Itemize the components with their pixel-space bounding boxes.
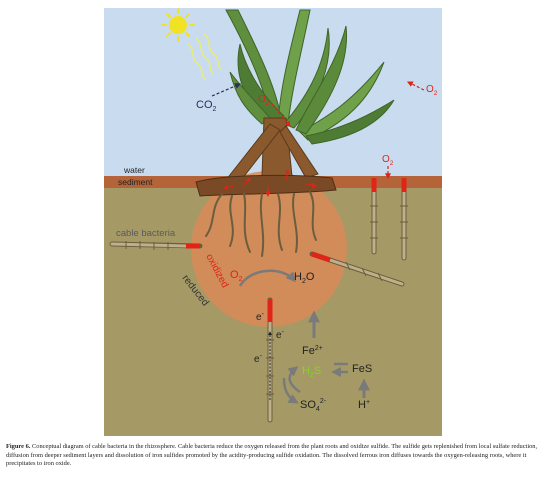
co2-arrow bbox=[211, 83, 242, 97]
o2-arrow-water bbox=[406, 81, 425, 91]
water-label: water bbox=[123, 165, 145, 175]
fes-dissolution-arrows bbox=[334, 362, 348, 372]
cable-bacteria-label: cable bacteria bbox=[116, 228, 176, 239]
root-system-icon bbox=[195, 117, 337, 257]
electron-label-1: e- bbox=[256, 311, 265, 323]
oxygen-reduction-arrow bbox=[238, 269, 296, 287]
electron-label-2: e- bbox=[276, 329, 285, 341]
fes-label: FeS bbox=[352, 363, 372, 375]
rhizosphere-diagram: water sediment cable bacteria oxidized r… bbox=[104, 8, 442, 436]
o2-leaf-label: O2 bbox=[258, 94, 270, 107]
sulfide-oxidation-arrow bbox=[282, 377, 299, 404]
proton-label: H+ bbox=[358, 399, 370, 411]
figure-label: Figure 6. bbox=[6, 443, 31, 450]
o2-sediment-label: O2 bbox=[382, 154, 394, 167]
figure-caption: Figure 6. Conceptual diagram of cable ba… bbox=[6, 443, 548, 469]
sun-icon bbox=[161, 8, 195, 42]
sulfate-reduction-arrow bbox=[287, 366, 301, 394]
sunlight-rays-icon bbox=[187, 33, 223, 81]
caption-text: Conceptual diagram of cable bacteria in … bbox=[6, 443, 538, 468]
co2-label: CO2 bbox=[196, 99, 217, 113]
electron-label-3: e- bbox=[254, 353, 263, 365]
h2o-label: H2O bbox=[294, 271, 315, 285]
cable-bacteria-filament-icon bbox=[109, 178, 408, 423]
o2-zone-label: O2 bbox=[230, 269, 243, 283]
so4-label: SO42- bbox=[300, 398, 327, 413]
h2s-label: H2S bbox=[302, 365, 321, 379]
sediment-label: sediment bbox=[118, 177, 153, 187]
seagrass-plant-icon bbox=[225, 9, 395, 145]
o2-water-label: O2 bbox=[426, 84, 438, 97]
fe2-label: Fe2+ bbox=[302, 345, 323, 357]
